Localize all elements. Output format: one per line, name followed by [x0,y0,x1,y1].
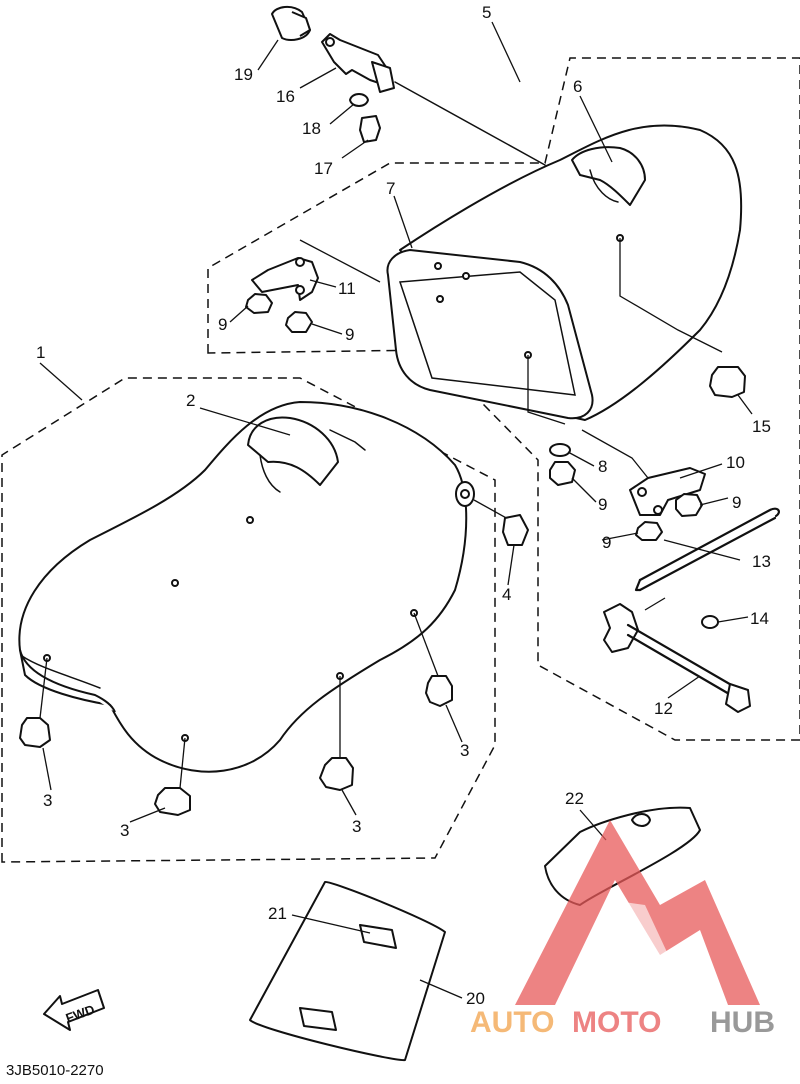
pouch-part-20 [249,881,446,1062]
callout-18: 18 [302,119,321,138]
lock-rod-parts [603,507,780,713]
callout-6: 6 [573,77,582,96]
callout-9-d: 9 [732,493,741,512]
callout-16: 16 [276,87,295,106]
callout-19: 19 [234,65,253,84]
callout-7: 7 [386,179,395,198]
callout-15: 15 [752,417,771,436]
callout-3-a: 3 [43,791,52,810]
bolt-part-4 [455,481,529,546]
callout-2: 2 [186,391,195,410]
callout-3-d: 3 [460,741,469,760]
lock-parts [271,6,546,166]
callout-13: 13 [752,552,771,571]
group-boundary-rear-seat [207,57,800,741]
callout-9-b: 9 [345,325,354,344]
callout-21: 21 [268,904,287,923]
bracket-part-11 [245,239,381,333]
front-seat-part [18,401,468,773]
callout-1: 1 [36,343,45,362]
callout-20: 20 [466,989,485,1008]
watermark-logo: AUTO MOTO HUB [470,820,775,1039]
diagram-code: 3JB5010-2270 [6,1062,104,1079]
callout-12: 12 [654,699,673,718]
callout-4: 4 [502,585,511,604]
callout-9-a: 9 [218,315,227,334]
callout-labels: 1 2 3 3 3 3 4 5 6 7 8 9 9 9 9 9 10 11 12… [36,3,771,1008]
callout-22: 22 [565,789,584,808]
watermark-text-moto: MOTO [572,1006,661,1039]
callout-8: 8 [598,457,607,476]
callout-leaders [39,21,753,999]
watermark-text-auto: AUTO [470,1006,554,1039]
bracket-part-10 [549,366,746,541]
callout-5: 5 [482,3,491,22]
callout-9-e: 9 [602,533,611,552]
fwd-arrow-icon: FWD [43,989,105,1031]
callout-11: 11 [338,279,356,298]
callout-14: 14 [750,609,769,628]
callout-3-b: 3 [120,821,129,840]
callout-10: 10 [726,453,745,472]
callout-3-c: 3 [352,817,361,836]
callout-9-c: 9 [598,495,607,514]
callout-17: 17 [314,159,333,178]
watermark-text-hub: HUB [710,1006,775,1039]
rear-seat-part [386,124,743,425]
